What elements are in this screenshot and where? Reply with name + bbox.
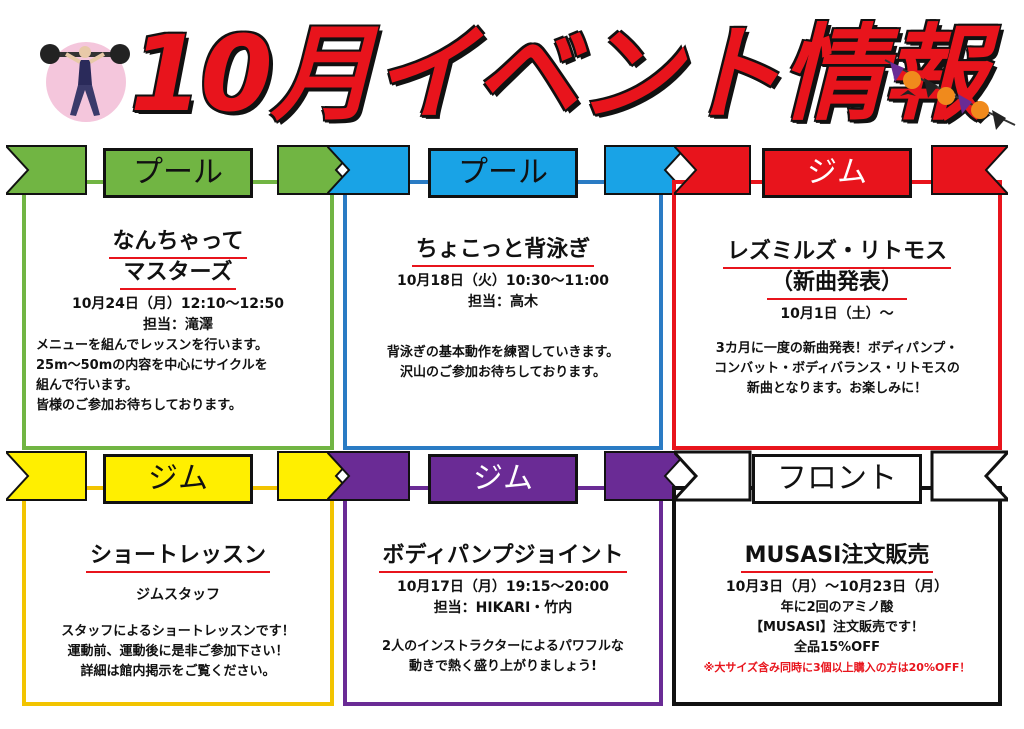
category-tag: フロント [752, 454, 922, 504]
event-title: マスターズ [119, 259, 237, 290]
event-card-short-lesson: ジム ショートレッスン ジムスタッフ スタッフによるショートレッスンです！ 運動… [6, 451, 358, 706]
event-date: 10月1日（土）〜 [780, 306, 894, 322]
event-title: MUSASI注文販売 [740, 542, 934, 573]
ribbon-banner-icon [674, 145, 1008, 195]
event-date: 10月3日（月）〜10月23日（月） [725, 579, 949, 595]
event-card-lesmills: ジム レズミルズ・リトモス （新曲発表） 10月1日（土）〜 3カ月に一度の新曲… [672, 145, 1008, 450]
ribbon-banner-icon [327, 145, 687, 195]
event-title: （新曲発表） [766, 269, 907, 300]
page-title: 10月イベント情報 [130, 13, 987, 135]
event-staff: 担当：HIKARI・竹内 [433, 600, 573, 616]
category-tag: ジム [103, 454, 253, 504]
category-tag: ジム [762, 148, 912, 198]
event-card-musasi: フロント MUSASI注文販売 10月3日（月）〜10月23日（月） 年に2回の… [672, 450, 1008, 706]
event-title: ボディパンプジョイント [378, 542, 628, 573]
event-description: 2人のインストラクターによるパワフルな 動きで熱く盛り上がりましょう! [382, 639, 624, 674]
event-title: なんちゃって [108, 228, 248, 259]
ribbon-banner-icon [674, 450, 1008, 502]
event-title: ショートレッスン [85, 542, 270, 573]
halloween-garland-icon [884, 59, 1016, 130]
ribbon-banner-icon [327, 451, 687, 501]
event-date: 10月17日（月）19:15〜20:00 [396, 579, 610, 595]
category-tag: プール [103, 148, 253, 198]
category-tag: プール [428, 148, 578, 198]
event-description: 年に2回のアミノ酸 【MUSASI】注文販売です！ 全品15%OFF [749, 600, 925, 655]
event-description: スタッフによるショートレッスンです！ 運動前、運動後に是非ご参加下さい！ 詳細は… [61, 624, 295, 679]
event-description: メニューを組んでレッスンを行います。 25m〜50mの内容を中心にサイクルを 組… [36, 338, 269, 413]
event-card-masters: プール なんちゃって マスターズ 10月24日（月）12:10〜12:50 担当… [6, 145, 358, 450]
category-tag: ジム [428, 454, 578, 504]
event-description: 背泳ぎの基本動作を練習していきます。 沢山のご参加お待ちしております。 [386, 345, 620, 380]
event-date: 10月24日（月）12:10〜12:50 [71, 296, 285, 312]
event-description: 3カ月に一度の新曲発表！ボディパンプ・ コンバット・ボディバランス・リトモスの … [714, 341, 960, 396]
event-date: 10月18日（火）10:30〜11:00 [396, 273, 610, 289]
event-staff: ジムスタッフ [136, 587, 220, 603]
event-card-backstroke: プール ちょこっと背泳ぎ 10月18日（火）10:30〜11:00 担当：高木 … [327, 145, 687, 450]
event-title: レズミルズ・リトモス [722, 238, 951, 269]
event-card-bodypump: ジム ボディパンプジョイント 10月17日（月）19:15〜20:00 担当：H… [327, 451, 687, 706]
fitness-logo-icon [40, 42, 130, 122]
event-staff: 担当：滝澤 [143, 317, 213, 333]
event-staff: 担当：高木 [468, 294, 538, 310]
event-title: ちょこっと背泳ぎ [411, 236, 595, 267]
event-note: ※大サイズ含み同時に3個以上購入の方は20%OFF！ [703, 661, 971, 674]
